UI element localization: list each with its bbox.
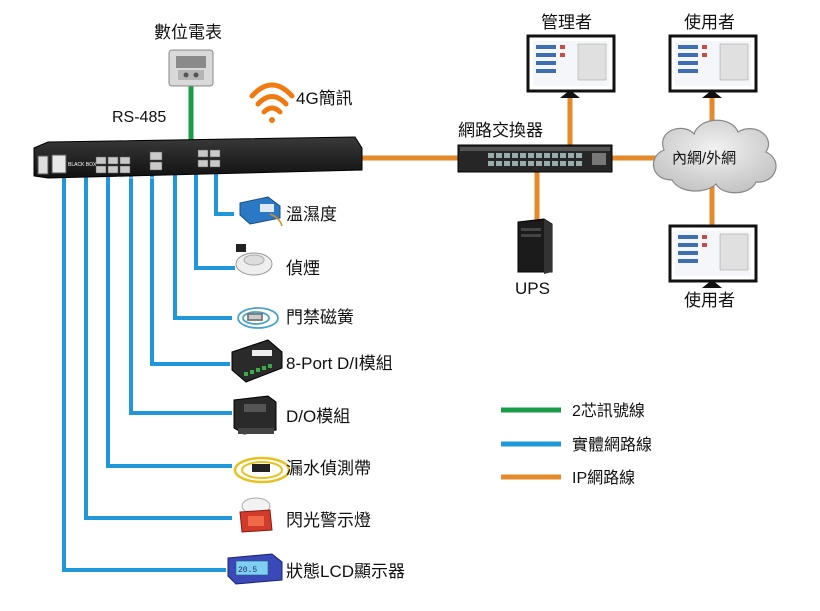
di-module-icon (231, 339, 283, 383)
device-label-5: 漏水偵測帶 (286, 459, 371, 478)
ip-lines (362, 92, 715, 228)
wireless-4g-icon (249, 82, 295, 123)
monitor-user-top (668, 34, 758, 98)
legend-label-0: 2芯訊號線 (572, 402, 645, 420)
rack-device: BLACK BOX AlertWerks ServSensor (33, 136, 363, 180)
monitor-admin (526, 34, 616, 98)
device-label-0: 溫濕度 (286, 205, 337, 224)
device-label-4: D/O模組 (286, 407, 350, 426)
ups-label: UPS (515, 279, 550, 298)
lcd-display-icon: 20.5 (227, 553, 283, 585)
meter-label: 數位電表 (154, 23, 222, 42)
cloud-network (653, 119, 777, 194)
door-contact-icon (237, 307, 279, 329)
physical-lines (62, 172, 235, 572)
switch-label: 網路交換器 (458, 121, 543, 140)
device-brand: BLACK BOX (68, 162, 97, 168)
admin-label: 管理者 (541, 13, 592, 32)
user-top-label: 使用者 (684, 12, 735, 32)
network-switch (457, 144, 613, 173)
device-label-7: 狀態LCD顯示器 (286, 562, 405, 581)
strobe-light-icon (239, 497, 273, 533)
legend (501, 407, 561, 480)
device-label-3: 8-Port D/I模組 (286, 354, 393, 373)
legend-label-2: IP網路線 (572, 469, 635, 487)
ups-unit (517, 218, 553, 274)
device-label-2: 門禁磁簧 (286, 308, 354, 327)
do-module-icon (233, 395, 277, 435)
smoke-detector-icon (235, 244, 273, 276)
temp-humidity-sensor-icon (239, 196, 283, 227)
svg-text:20.5: 20.5 (238, 566, 257, 575)
device-label-6: 閃光警示燈 (286, 511, 371, 530)
legend-label-1: 實體網路線 (572, 435, 652, 454)
device-label-1: 偵煙 (286, 259, 320, 278)
device-model: AlertWerks ServSensor (116, 175, 158, 180)
digital-meter (168, 49, 214, 87)
rs485-label: RS-485 (112, 109, 166, 126)
g4-label: 4G簡訊 (296, 89, 353, 108)
cloud-label: 內網/外網 (672, 150, 736, 167)
user-bottom-label: 使用者 (684, 290, 735, 310)
water-leak-sensor-icon (233, 456, 291, 484)
monitor-user-bottom (668, 224, 758, 288)
